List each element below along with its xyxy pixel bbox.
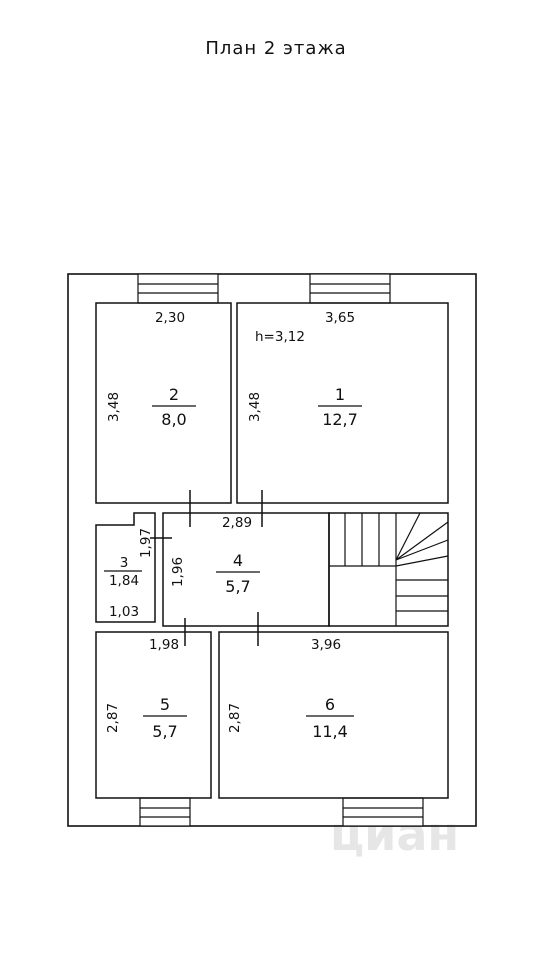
svg-text:3: 3 [120, 555, 129, 571]
svg-text:8,0: 8,0 [161, 410, 186, 429]
svg-text:1: 1 [335, 385, 345, 404]
stair-enclosure [328, 512, 449, 627]
svg-text:6: 6 [325, 695, 335, 714]
dim-room-2-width: 2,30 [155, 310, 185, 326]
room-2 [95, 302, 232, 504]
svg-text:2: 2 [169, 385, 179, 404]
window-top-left [137, 273, 219, 304]
svg-text:5: 5 [160, 695, 170, 714]
room-1 [236, 302, 449, 504]
dim-room-3-width: 1,03 [109, 604, 139, 620]
dim-room-2-height: 3,48 [106, 392, 122, 422]
dim-room-4-width: 2,89 [222, 515, 252, 531]
label-room-4: 4 5,7 [216, 551, 260, 596]
dim-room-6-width: 3,96 [311, 637, 341, 653]
svg-text:1,84: 1,84 [109, 573, 139, 589]
staircase [329, 512, 449, 626]
svg-text:5,7: 5,7 [225, 577, 250, 596]
outer-wall [67, 273, 477, 827]
room-3 [95, 512, 156, 623]
dim-room-6-height: 2,87 [227, 703, 243, 733]
window-bottom-left [139, 797, 191, 827]
door-marks [150, 490, 263, 646]
dim-room-5-width: 1,98 [149, 637, 179, 653]
label-room-6: 6 11,4 [306, 695, 354, 741]
room-6 [218, 631, 449, 799]
svg-text:4: 4 [233, 551, 243, 570]
dim-room-5-height: 2,87 [105, 703, 121, 733]
dim-room-1-width: 3,65 [325, 310, 355, 326]
label-room-1: 1 12,7 [318, 385, 362, 429]
plan-title: План 2 этажа [205, 38, 347, 59]
svg-text:11,4: 11,4 [312, 722, 348, 741]
window-bottom-right [342, 797, 424, 827]
ceiling-height: h=3,12 [255, 329, 305, 345]
window-top-right [309, 273, 391, 304]
dim-room-1-height: 3,48 [247, 392, 263, 422]
room-5 [95, 631, 212, 799]
svg-text:5,7: 5,7 [152, 722, 177, 741]
label-room-3: 3 1,84 [104, 555, 142, 589]
dim-room-4-height: 1,96 [170, 557, 186, 587]
label-room-5: 5 5,7 [143, 695, 187, 741]
label-room-2: 2 8,0 [152, 385, 196, 429]
dim-room-3-height: 1,97 [138, 528, 154, 558]
svg-text:12,7: 12,7 [322, 410, 358, 429]
